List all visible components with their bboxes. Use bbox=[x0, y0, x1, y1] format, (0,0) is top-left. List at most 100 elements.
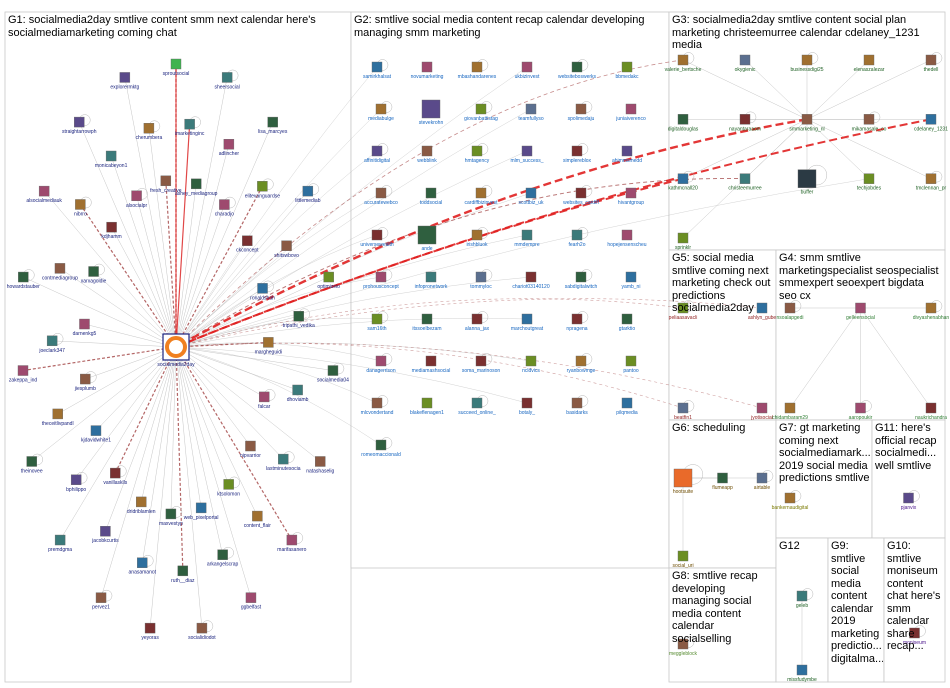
node-avatar bbox=[421, 145, 433, 157]
node-avatar bbox=[137, 557, 148, 568]
node-avatar bbox=[263, 337, 274, 348]
node-gtarktio: gtarktio bbox=[619, 313, 635, 332]
node-toddsocial: toddsocial bbox=[420, 187, 442, 206]
node-label: dridriblamlen bbox=[127, 509, 156, 515]
edge-g5-hub bbox=[175, 342, 684, 409]
node-avatar bbox=[131, 190, 142, 201]
node-avatar bbox=[278, 453, 289, 465]
node-ahimmsmedd: ahimmsmedd bbox=[612, 145, 642, 164]
edge-g3 bbox=[744, 59, 808, 120]
node-avatar bbox=[925, 173, 937, 184]
node-pjanvix: pjanvix bbox=[901, 490, 920, 511]
node-gelleensocial: gelleensocial bbox=[846, 302, 875, 321]
node-avatar bbox=[739, 173, 751, 184]
edge-g1 bbox=[79, 121, 177, 348]
node-jyotisocial: jyotisocial bbox=[750, 402, 773, 421]
node-label: tmclennan_pr bbox=[916, 186, 947, 192]
node-label: ggbelfast bbox=[241, 605, 262, 611]
node-label: elenaszalezar bbox=[854, 67, 885, 73]
node-avatar bbox=[739, 54, 751, 66]
node-label: margheguidi bbox=[255, 349, 283, 355]
node-npragena: npragena bbox=[566, 311, 589, 332]
node-label: fearh2o bbox=[569, 242, 586, 248]
node-label: pantoo bbox=[623, 368, 639, 374]
node-label: dhoviamb bbox=[287, 397, 309, 403]
node-optimizeio: optimizeio bbox=[317, 271, 340, 290]
node-joeclark347: joeclark347 bbox=[38, 333, 65, 354]
node-teamfullyso: teamfullyso bbox=[518, 103, 544, 122]
node-avatar bbox=[302, 185, 314, 197]
node-simplereblox: simplereblox bbox=[563, 143, 592, 164]
node-label: cdelaney_1231 bbox=[914, 126, 948, 132]
node-techjobdes: techjobdes bbox=[857, 173, 882, 192]
node-soma_marinoson: soma_marinoson bbox=[462, 353, 501, 374]
node-avatar bbox=[375, 187, 387, 199]
node-label: airtable bbox=[754, 485, 771, 491]
node-avatar bbox=[521, 61, 533, 73]
node-vanillasklls: vanillasklls bbox=[103, 465, 128, 486]
node-jacobkcurtis: jacobkcurtis bbox=[91, 526, 119, 544]
node-label: irishbluok bbox=[466, 242, 488, 248]
node-avatar bbox=[925, 402, 937, 414]
node-avatar bbox=[177, 565, 189, 577]
node-avatar bbox=[525, 271, 537, 283]
node-label: soma_marinoson bbox=[462, 368, 501, 374]
node-peliaasavacli: peliaasavacli bbox=[669, 300, 698, 321]
node-ashlyn_gube: ashlyn_gube bbox=[748, 302, 776, 321]
node-ashey_mediagroup: ashey_mediagroup bbox=[175, 178, 218, 197]
node-mediabulge: mediabulge bbox=[368, 101, 394, 122]
node-ktsolomon: ktsolomon bbox=[217, 476, 240, 497]
node-avatar bbox=[46, 335, 58, 347]
node-avatar bbox=[267, 116, 278, 128]
edge-g1 bbox=[175, 144, 230, 348]
node-label: ronaldshah bbox=[250, 295, 275, 301]
node-avatar bbox=[673, 468, 693, 488]
node-label: botaly_ bbox=[519, 410, 535, 416]
node-avatar bbox=[784, 492, 796, 504]
node-label: theceitlivpandl bbox=[42, 421, 74, 427]
node-avatar bbox=[74, 116, 85, 128]
node-label: digitaldouglas bbox=[668, 126, 699, 132]
node-label: mlcvondertand bbox=[361, 410, 394, 416]
node-mbashandarenes: mbashandarenes bbox=[458, 59, 497, 80]
node-avatar bbox=[375, 103, 387, 115]
node-label: falcar bbox=[258, 404, 271, 410]
node-thedell: thedell bbox=[924, 52, 943, 73]
node-avatar bbox=[855, 302, 866, 314]
node-label: peliaasavacli bbox=[669, 315, 698, 321]
edge-g1 bbox=[43, 190, 177, 348]
node-avatar bbox=[371, 313, 383, 325]
node-label: npragena bbox=[566, 326, 587, 332]
node-label: sprinklr bbox=[675, 245, 691, 251]
node-avatar bbox=[292, 384, 303, 396]
node-sam16th: sam16th bbox=[367, 311, 389, 332]
node-avatar bbox=[196, 622, 208, 634]
node-avatar bbox=[119, 72, 131, 83]
node-avatar bbox=[756, 302, 768, 314]
node-label: kathmcnall20 bbox=[668, 186, 698, 192]
node-littlemediab: littlemediab bbox=[295, 183, 321, 204]
node-avatar bbox=[863, 114, 875, 125]
node-avatar bbox=[191, 178, 202, 190]
edge-g2-hub bbox=[175, 192, 532, 348]
node-label: nipvarrior bbox=[240, 453, 261, 459]
node-avatar bbox=[217, 549, 228, 560]
node-avatar bbox=[784, 402, 796, 414]
node-avatar bbox=[677, 638, 689, 650]
node-fearh2o: fearh2o bbox=[569, 227, 589, 248]
node-label: elitevanguardse bbox=[245, 193, 281, 199]
node-avatar bbox=[195, 502, 207, 514]
node-label: yeyoras bbox=[141, 635, 159, 641]
node-avatar bbox=[371, 145, 383, 157]
group-box-g8 bbox=[668, 567, 777, 683]
node-hootsuite: hootsuite bbox=[673, 464, 704, 495]
node-avatar bbox=[739, 114, 751, 125]
node-label: kdjhamm bbox=[101, 234, 121, 240]
edge-g5-hub bbox=[175, 342, 763, 409]
node-avatar bbox=[525, 355, 537, 367]
edge-g1 bbox=[175, 186, 263, 348]
node-label: ahimmsmedd bbox=[612, 158, 642, 164]
graph-nodes: socialmedia2daysproutsocialimarketinginc… bbox=[7, 52, 949, 683]
edge-g1 bbox=[175, 346, 223, 555]
